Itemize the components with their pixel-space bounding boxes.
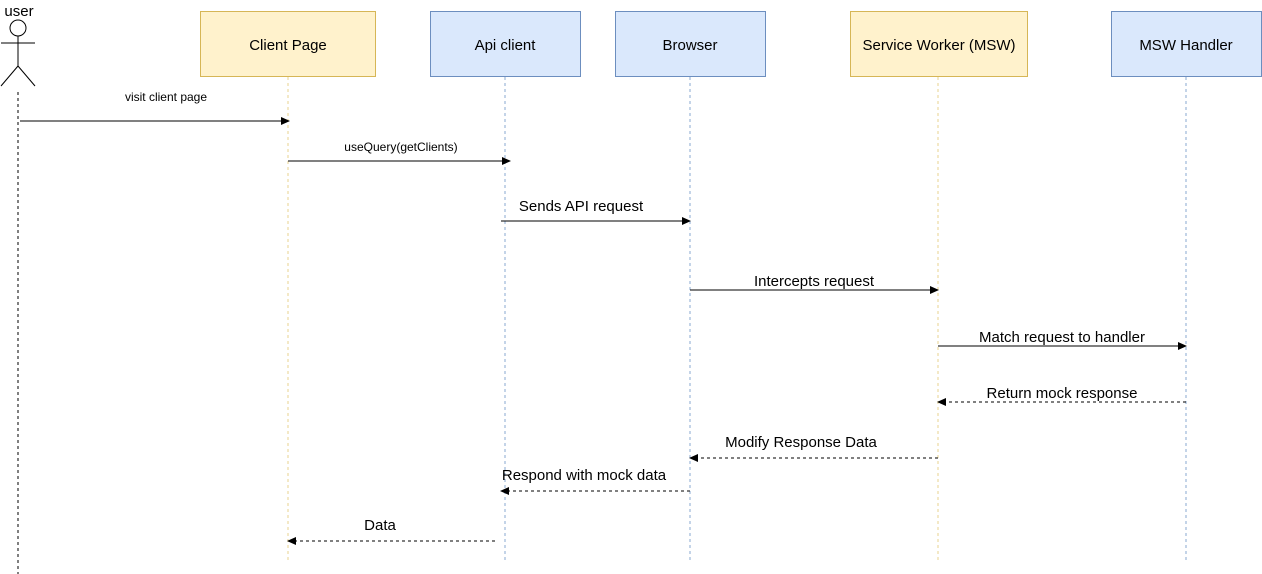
message-intercepts-request: Intercepts request — [690, 273, 939, 294]
participant-api-client: Api client — [430, 11, 581, 563]
message-data: Data — [287, 517, 495, 545]
message-respond-with-mock-data: Respond with mock data — [500, 467, 690, 495]
message-label: Match request to handler — [979, 329, 1145, 346]
message-visit-client-page: visit client page — [20, 90, 290, 125]
message-label: Sends API request — [519, 198, 644, 215]
msw-handler-label: MSW Handler — [1139, 37, 1232, 54]
browser-box — [615, 11, 766, 77]
message-sends-api-request: Sends API request — [501, 198, 691, 225]
actor-label: user — [4, 3, 33, 20]
participant-client-page: Client Page — [200, 11, 376, 563]
user-actor-icon — [0, 19, 36, 87]
msw-handler-box — [1111, 11, 1262, 77]
message-label: Respond with mock data — [502, 467, 667, 484]
participant-browser: Browser — [615, 11, 766, 563]
participant-msw-handler: MSW Handler — [1111, 11, 1262, 563]
api-client-label: Api client — [475, 37, 537, 54]
message-return-mock-response: Return mock response — [937, 385, 1186, 406]
client-page-box — [200, 11, 376, 77]
message-use-query: useQuery(getClients) — [288, 140, 511, 165]
message-label: Data — [364, 517, 396, 534]
message-modify-response-data: Modify Response Data — [689, 434, 938, 462]
message-match-request: Match request to handler — [938, 329, 1187, 350]
client-page-label: Client Page — [249, 37, 327, 54]
user-actor: user — [0, 3, 36, 574]
message-label: useQuery(getClients) — [344, 140, 457, 154]
service-worker-box — [850, 11, 1028, 77]
message-label: Intercepts request — [754, 273, 875, 290]
message-label: visit client page — [125, 90, 207, 104]
service-worker-label: Service Worker (MSW) — [862, 37, 1015, 54]
participant-service-worker: Service Worker (MSW) — [850, 11, 1028, 563]
api-client-box — [430, 11, 581, 77]
browser-label: Browser — [662, 37, 717, 54]
message-label: Return mock response — [987, 385, 1138, 402]
message-label: Modify Response Data — [725, 434, 877, 451]
